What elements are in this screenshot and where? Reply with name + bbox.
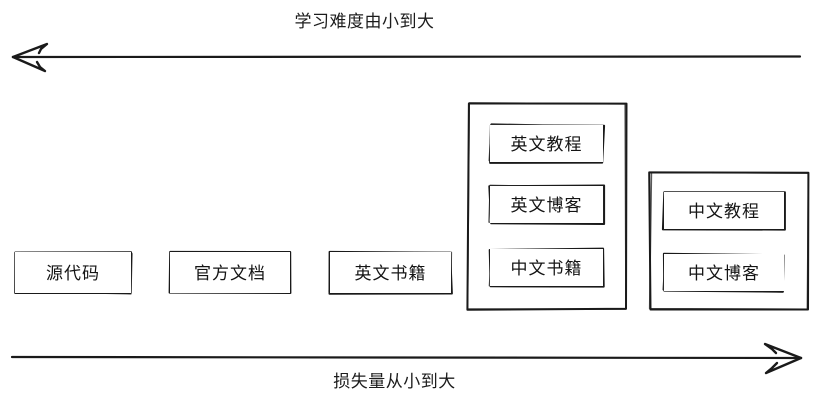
node-label: 英文教程 [510, 135, 583, 155]
group-english: 英文教程 英文博客 中文书籍 [468, 103, 626, 309]
node-chinese-tutorial[interactable]: 中文教程 [664, 192, 784, 229]
node-chinese-books[interactable]: 中文书籍 [490, 249, 603, 286]
node-label: 中文教程 [688, 202, 760, 222]
node-label: 源代码 [46, 264, 100, 284]
node-label: 中文博客 [688, 264, 760, 284]
node-label: 英文博客 [510, 196, 583, 216]
difficulty-axis-arrow [11, 42, 802, 73]
bottom-axis-label: 损失量从小到大 [333, 372, 456, 392]
node-english-books[interactable]: 英文书籍 [330, 252, 451, 293]
node-source-code[interactable]: 源代码 [15, 252, 131, 293]
node-label: 英文书籍 [354, 264, 427, 284]
loss-axis-arrow [10, 342, 803, 375]
top-axis-label: 学习难度由小到大 [294, 12, 435, 32]
group-chinese: 中文教程 中文博客 [650, 172, 808, 309]
node-chinese-blog[interactable]: 中文博客 [664, 254, 784, 291]
node-official-docs[interactable]: 官方文档 [170, 252, 290, 293]
node-label: 中文书籍 [510, 259, 583, 279]
node-label: 官方文档 [194, 264, 266, 284]
node-english-blog[interactable]: 英文博客 [490, 186, 603, 223]
node-english-tutorial[interactable]: 英文教程 [490, 125, 603, 162]
